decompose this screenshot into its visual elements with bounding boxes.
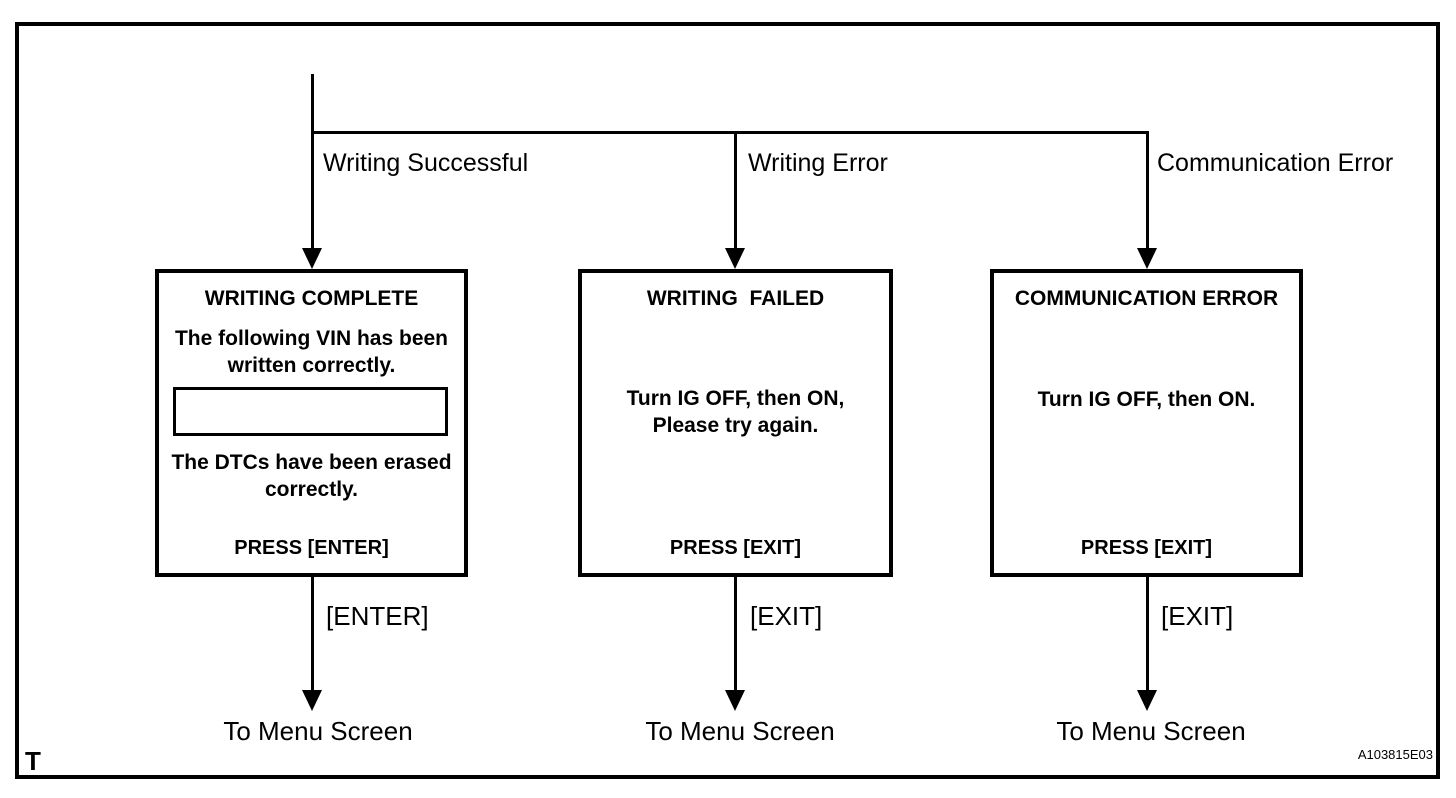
- arrow-down-icon: [1137, 690, 1157, 711]
- destination-label: To Menu Screen: [1056, 716, 1246, 746]
- branch-label-writing-successful: Writing Successful: [323, 149, 529, 177]
- arrow-line-enter-exit: [311, 577, 314, 691]
- arrow-line-writing-successful: [311, 131, 314, 250]
- screen-title: COMMUNICATION ERROR: [1014, 287, 1279, 310]
- vin-field: [173, 387, 448, 436]
- arrow-line-exit: [734, 577, 737, 691]
- screen-box-writing-complete: WRITING COMPLETE The following VIN has b…: [155, 269, 468, 577]
- arrow-down-icon: [1137, 248, 1157, 269]
- screen-title: WRITING FAILED: [646, 287, 825, 310]
- flow-root-line: [311, 74, 314, 134]
- arrow-down-icon: [302, 248, 322, 269]
- arrow-down-icon: [725, 690, 745, 711]
- branch-label-communication-error: Communication Error: [1157, 149, 1394, 177]
- key-label-enter: [ENTER]: [326, 601, 429, 631]
- screen-message-bottom: The DTCs have been erased correctly.: [171, 451, 452, 501]
- destination-label: To Menu Screen: [645, 716, 835, 746]
- press-instruction: PRESS [EXIT]: [1080, 537, 1213, 559]
- press-instruction: PRESS [EXIT]: [669, 537, 802, 559]
- corner-label: T: [25, 746, 41, 776]
- screen-title: WRITING COMPLETE: [204, 287, 419, 310]
- screen-box-communication-error: COMMUNICATION ERROR Turn IG OFF, then ON…: [990, 269, 1303, 577]
- arrow-line-communication-error: [1146, 131, 1149, 250]
- press-instruction: PRESS [ENTER]: [234, 537, 389, 559]
- figure-frame: [15, 22, 1440, 779]
- screen-message: Turn IG OFF, then ON.: [1037, 388, 1256, 411]
- screen-box-writing-failed: WRITING FAILED Turn IG OFF, then ON, Ple…: [578, 269, 893, 577]
- key-label-exit: [EXIT]: [1161, 601, 1234, 631]
- figure-code: A103815E03: [1357, 747, 1433, 762]
- screen-message-top: The following VIN has been written corre…: [174, 327, 449, 377]
- branch-split-line: [311, 131, 1149, 134]
- arrow-down-icon: [302, 690, 322, 711]
- branch-label-writing-error: Writing Error: [748, 149, 888, 177]
- key-label-exit: [EXIT]: [750, 601, 823, 631]
- arrow-line-exit: [1146, 577, 1149, 691]
- screen-message: Turn IG OFF, then ON, Please try again.: [626, 387, 845, 437]
- arrow-down-icon: [725, 248, 745, 269]
- arrow-line-writing-error: [734, 131, 737, 250]
- destination-label: To Menu Screen: [223, 716, 413, 746]
